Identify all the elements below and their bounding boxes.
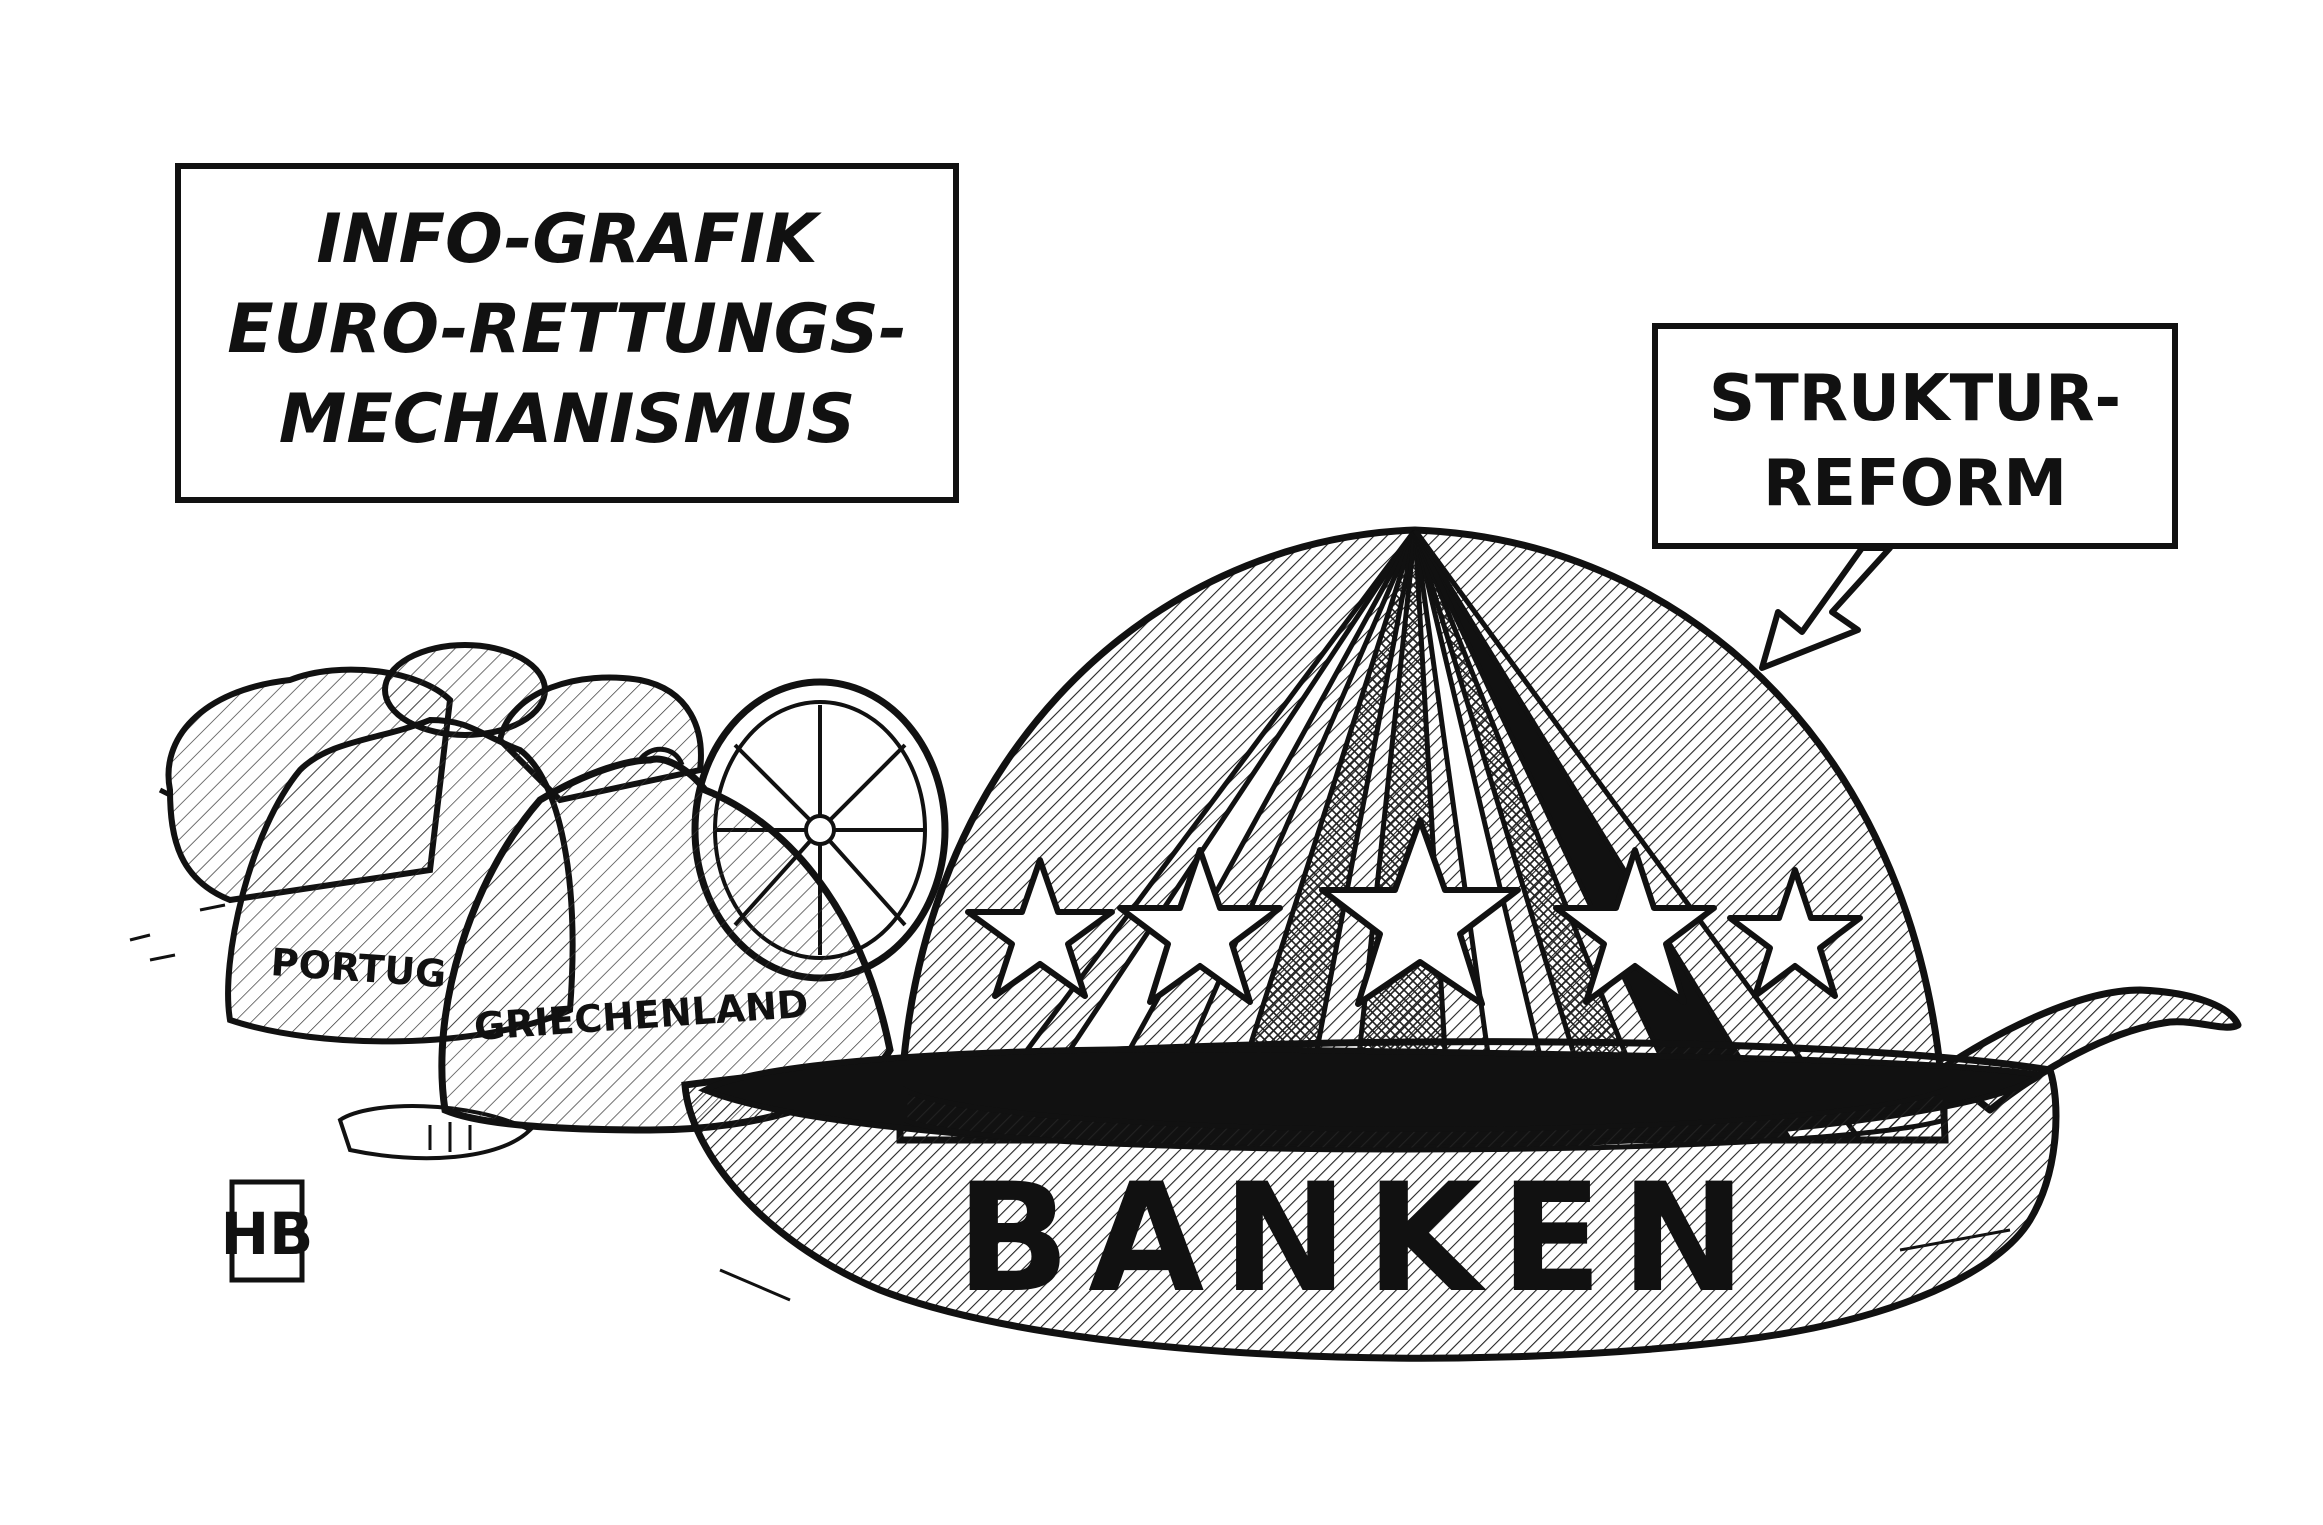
callout-arrow-icon [1759, 545, 1893, 671]
juicer-dome [896, 526, 1949, 1144]
star-icon [965, 857, 1115, 999]
title-line-2: EURO-RETTUNGS- [227, 290, 907, 369]
title-box: INFO-GRAFIK EURO-RETTUNGS- MECHANISMUS [175, 163, 959, 503]
callout-line-2: REFORM [1763, 447, 2067, 521]
eu-stars [965, 817, 1863, 1007]
star-icon [1727, 867, 1863, 999]
title-line-1: INFO-GRAFIK [316, 200, 822, 279]
signature-monogram-text: HB [221, 1200, 314, 1268]
juicer-bowl-label: BANKEN [956, 1152, 1764, 1326]
star-icon [1553, 847, 1717, 1005]
star-icon [1117, 847, 1283, 1005]
juicer-bowl: BANKEN [681, 986, 2242, 1362]
callout-line-1: STRUKTUR- [1709, 362, 2121, 436]
title-line-3: MECHANISMUS [279, 380, 856, 459]
lemon-greece: GRIECHENLAND [438, 746, 894, 1134]
signature-monogram: HB [221, 1179, 314, 1283]
callout-box: STRUKTUR- REFORM [1652, 323, 2178, 549]
star-icon [1319, 817, 1521, 1007]
